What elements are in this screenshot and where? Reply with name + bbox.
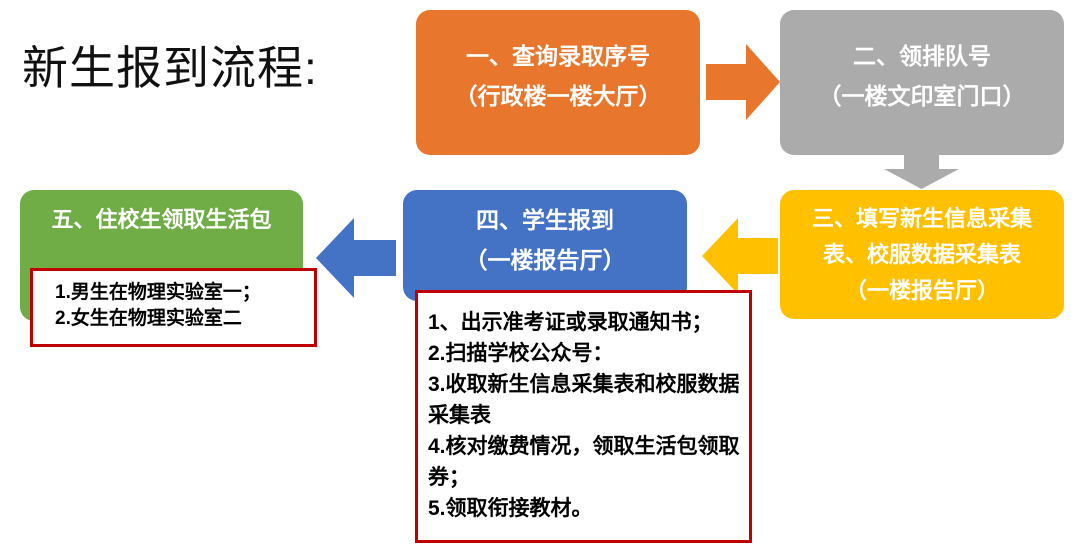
arrow-down-icon-step2-to-step3 [884, 155, 959, 189]
step-5-line-1: 五、住校生领取生活包 [51, 207, 272, 232]
detail-panel-step4: 1、出示准考证或录取通知书； 2.扫描学校公众号： 3.收取新生信息采集表和校服… [415, 290, 752, 543]
arrow-left-icon-step3-to-step4 [702, 216, 778, 296]
step-3-line-3: （一楼报告厅） [844, 278, 999, 303]
step-1-line-1: 一、查询录取序号 [466, 43, 650, 69]
arrow-right-icon-step1-to-step2 [706, 42, 780, 122]
step-box-2[interactable]: 二、领排队号 （一楼文印室门口） [780, 10, 1064, 155]
detail-step5-line-1: 1.男生在物理实验室一； [55, 282, 261, 303]
step-box-1[interactable]: 一、查询录取序号 （行政楼一楼大厅） [416, 10, 700, 155]
detail-step4-line-2: 2.扫描学校公众号： [428, 342, 614, 365]
step-4-line-2: （一楼报告厅） [464, 247, 626, 273]
detail-step4-line-1: 1、出示准考证或录取通知书； [428, 311, 713, 334]
arrow-left-icon-step4-to-step5 [316, 216, 396, 300]
detail-step4-line-4: 4.核对缴费情况，领取生活包领取券； [428, 435, 740, 489]
step-box-3[interactable]: 三、填写新生信息采集 表、校服数据采集表 （一楼报告厅） [780, 190, 1064, 319]
detail-panel-step5: 1.男生在物理实验室一； 2.女生在物理实验室二 [30, 268, 317, 347]
step-box-4[interactable]: 四、学生报到 （一楼报告厅） [403, 190, 687, 301]
detail-step5-line-2: 2.女生在物理实验室二 [55, 308, 242, 329]
step-1-line-2: （行政楼一楼大厅） [454, 83, 662, 109]
step-3-line-2: 表、校服数据采集表 [822, 242, 1021, 267]
page-title: 新生报到流程: [22, 42, 318, 94]
detail-step4-line-5: 5.领取衔接教材。 [428, 497, 593, 520]
step-4-line-1: 四、学生报到 [476, 207, 614, 233]
step-2-line-2: （一楼文印室门口） [818, 83, 1026, 109]
step-2-line-1: 二、领排队号 [853, 43, 991, 69]
detail-step4-line-3: 3.收取新生信息采集表和校服数据采集表 [428, 373, 740, 427]
step-3-line-1: 三、填写新生信息采集 [811, 206, 1032, 231]
